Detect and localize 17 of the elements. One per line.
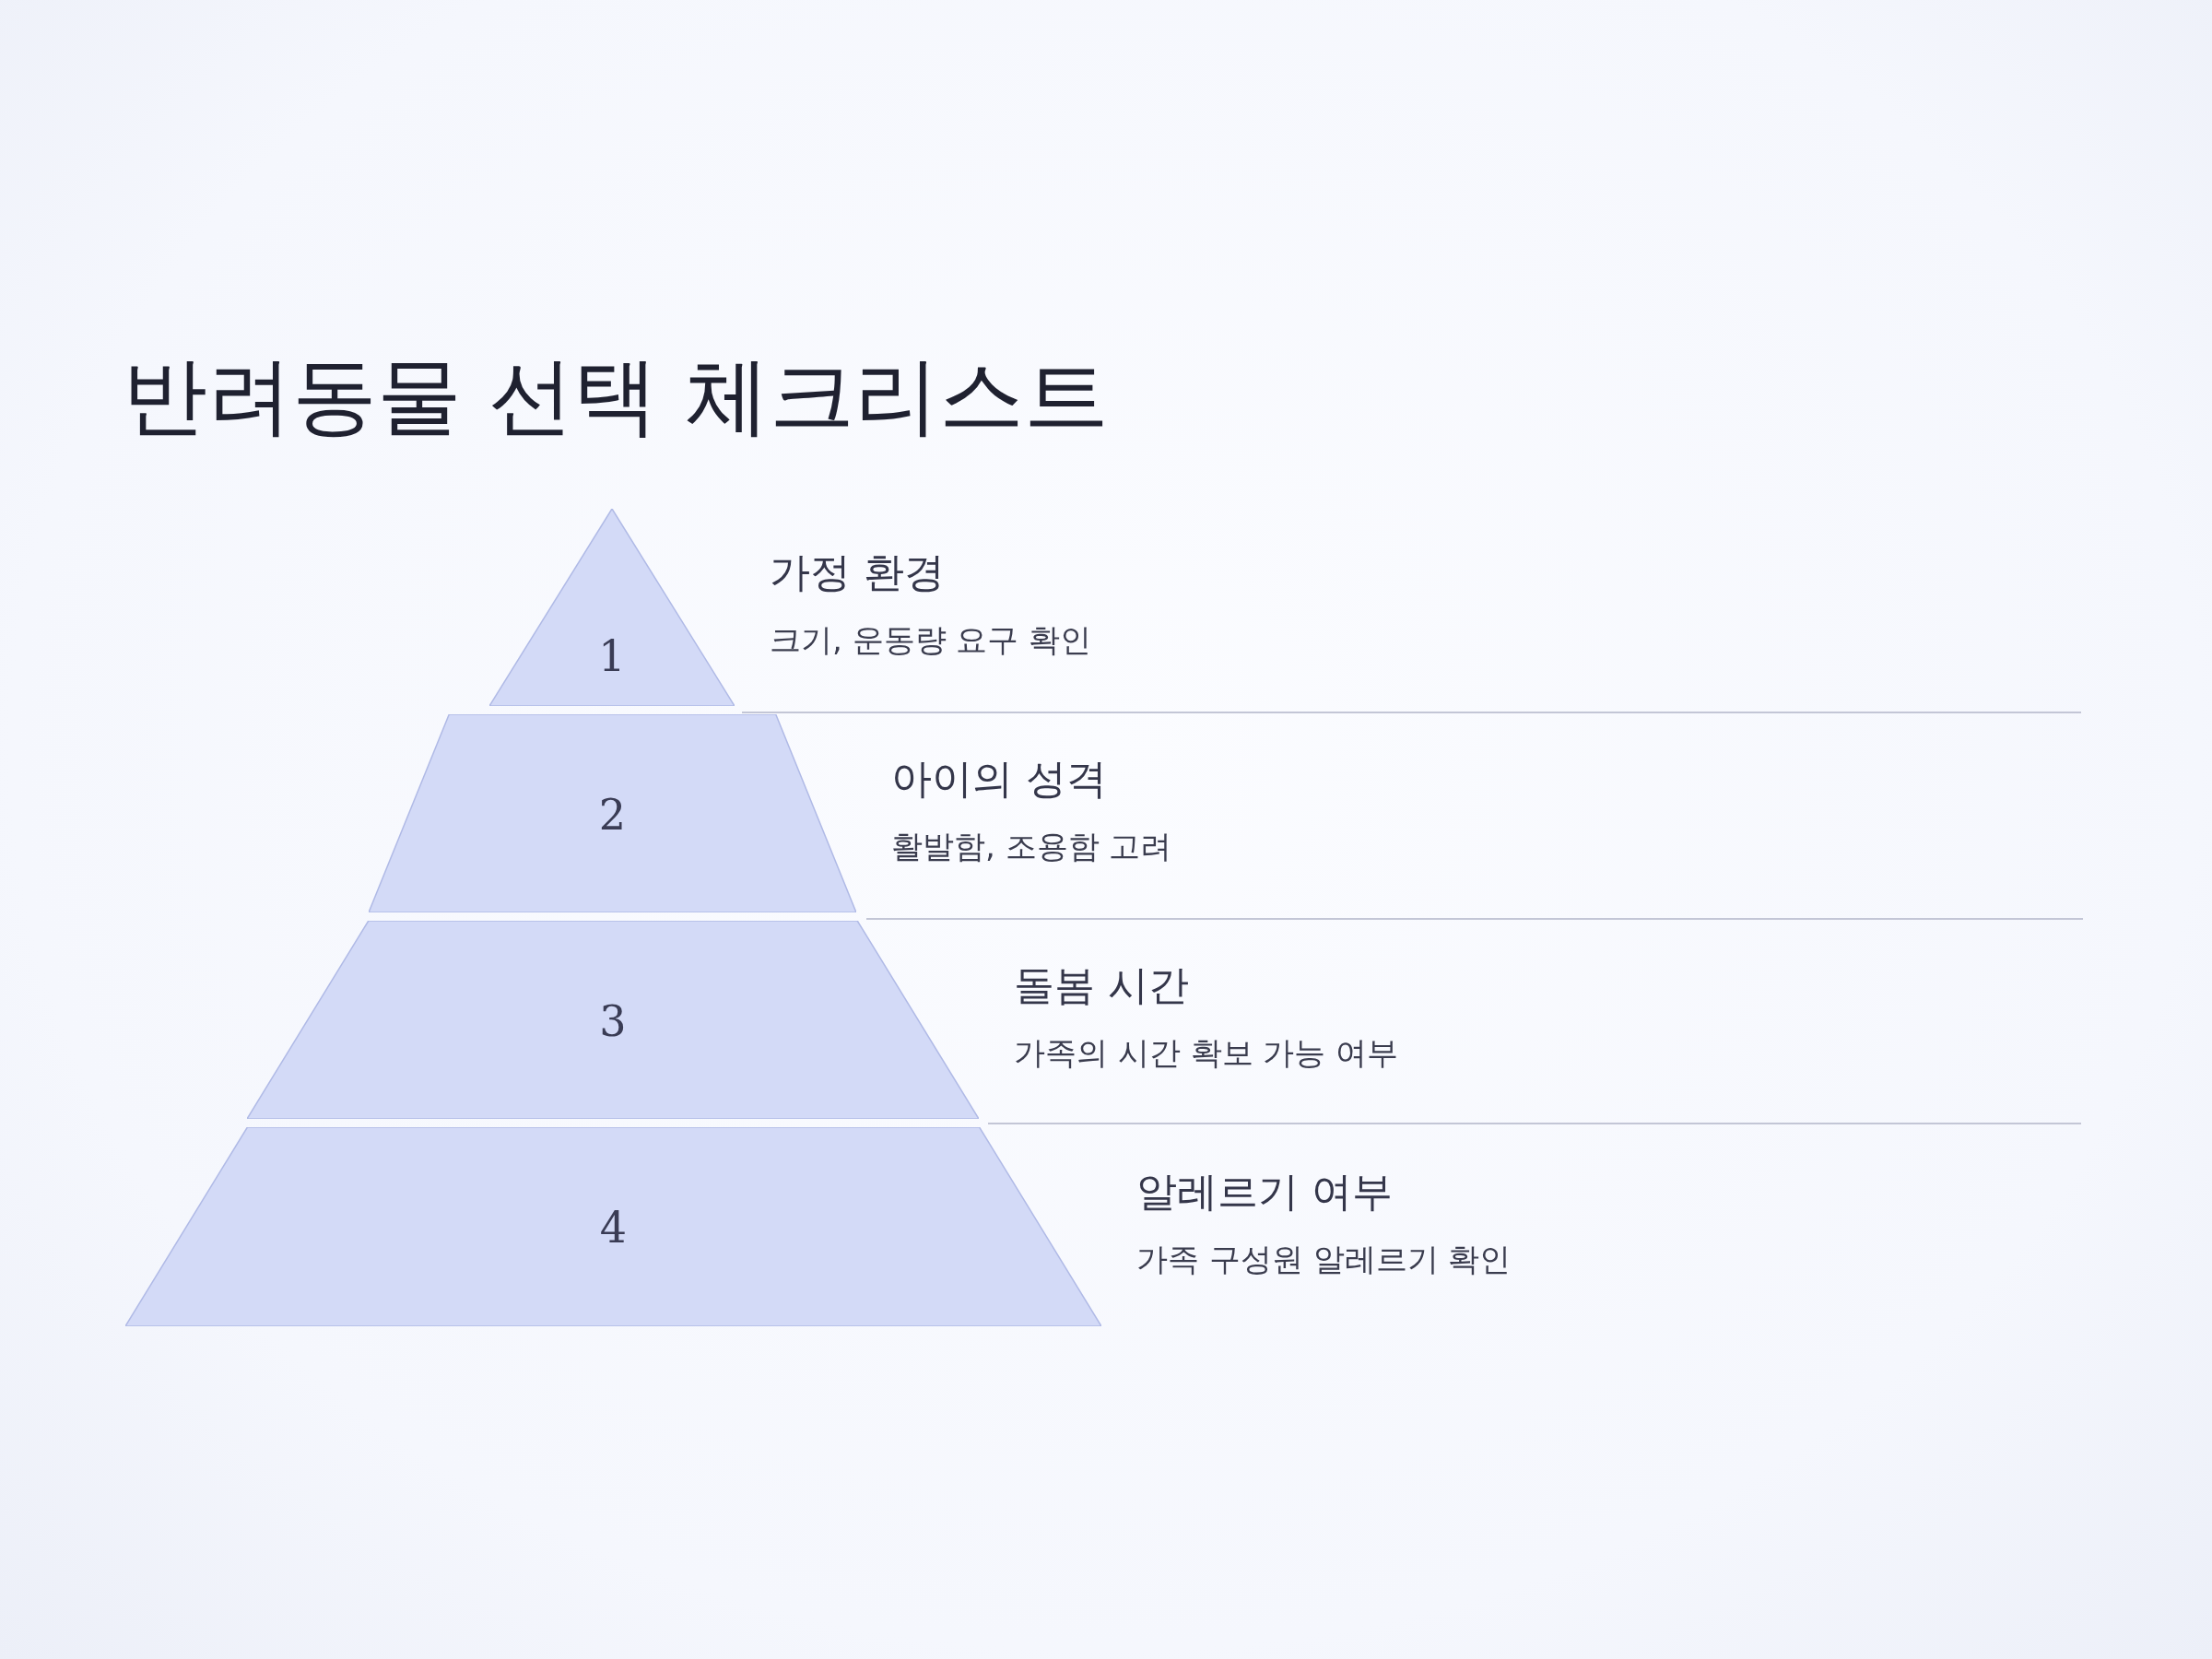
tier-heading: 가정 환경	[770, 547, 945, 597]
tier-description: 가족의 시간 확보 가능 여부	[1014, 1033, 1399, 1073]
tier-heading: 아이의 성격	[891, 754, 1107, 804]
tier-description: 크기, 운동량 요구 확인	[770, 620, 1092, 660]
pyramid-tier	[247, 921, 979, 1119]
pyramid-tier	[125, 1127, 1101, 1326]
pyramid-tier	[489, 509, 735, 706]
tier-heading: 알레르기 여부	[1136, 1167, 1393, 1217]
tier-description: 가족 구성원 알레르기 확인	[1136, 1240, 1512, 1279]
tier-heading: 돌봄 시간	[1014, 960, 1189, 1010]
tier-number: 4	[598, 1203, 629, 1253]
pyramid-tier	[369, 714, 856, 912]
tier-number: 2	[597, 789, 628, 840]
tier-number: 1	[597, 630, 627, 681]
title: 반려동물 선택 체크리스트	[123, 346, 1110, 447]
tier-description: 활발함, 조용함 고려	[891, 827, 1172, 866]
tier-number: 3	[598, 995, 628, 1046]
